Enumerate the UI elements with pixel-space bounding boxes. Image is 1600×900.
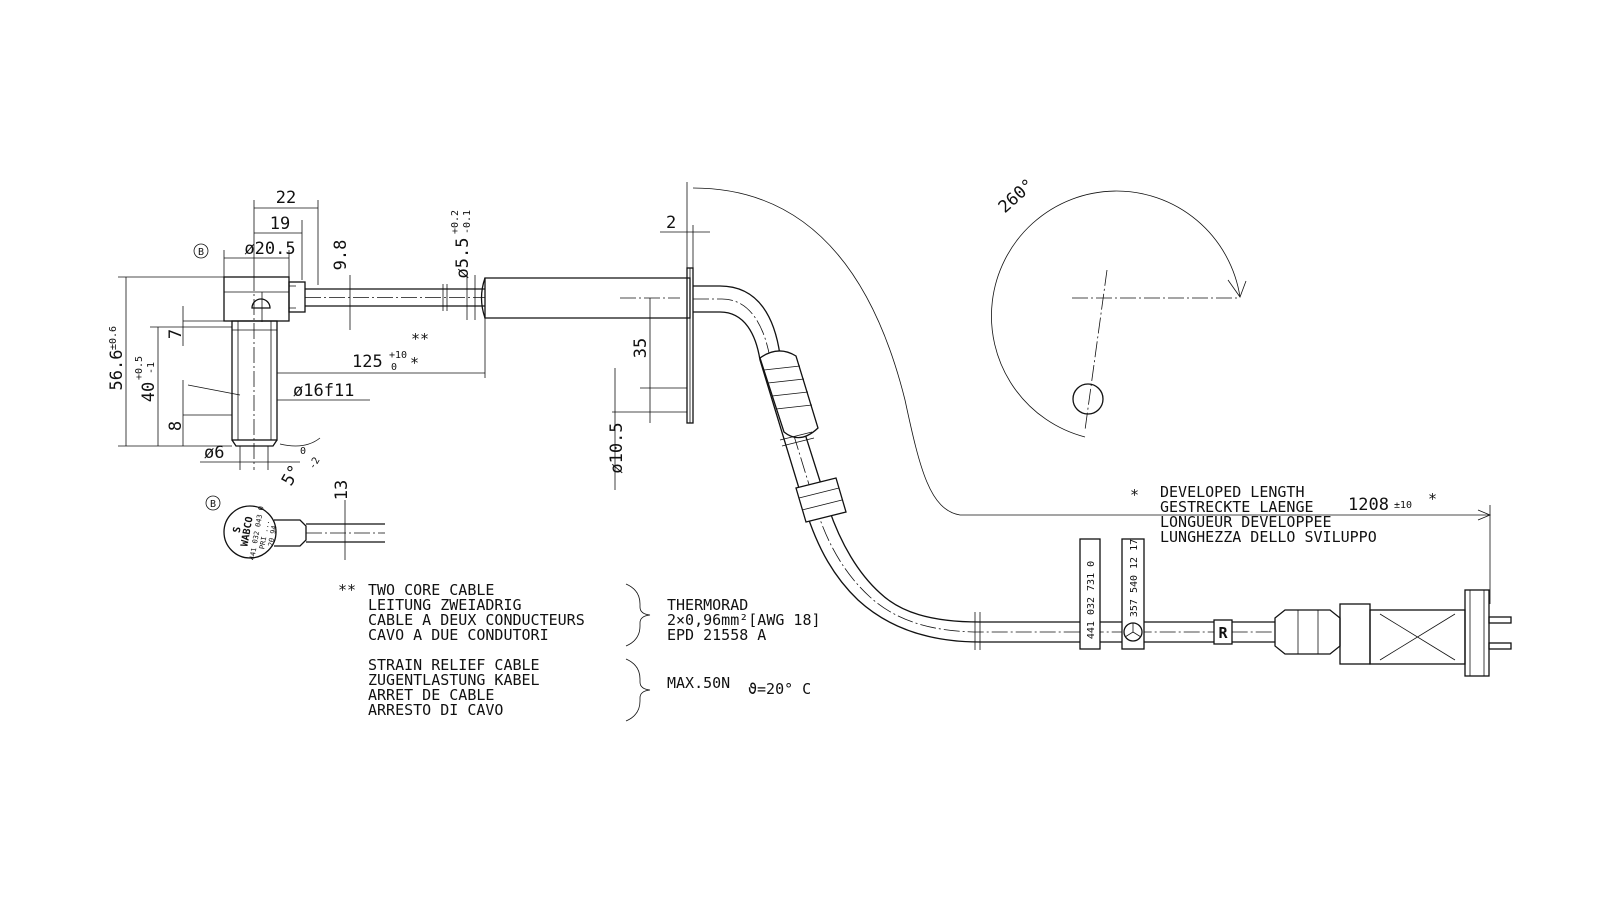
svg-text:R: R (1218, 624, 1228, 642)
dl-line-3: LONGUEUR DEVELOPPEE (1160, 513, 1332, 531)
dim-40: 40 (139, 382, 159, 402)
dim-40-tol-lower: -1 (146, 362, 157, 374)
dl-line-1: DEVELOPED LENGTH (1160, 483, 1305, 501)
dim-125-star: * (410, 354, 419, 372)
developed-length: * DEVELOPED LENGTH GESTRECKTE LAENGE LON… (1130, 483, 1492, 604)
dim-2: 2 (666, 213, 676, 233)
dim-35: 35 (631, 338, 651, 358)
svg-text:20 94: 20 94 (267, 525, 279, 547)
svg-text:*: * (1428, 490, 1437, 508)
svg-text:ARRET DE CABLE: ARRET DE CABLE (368, 686, 494, 704)
dim-dia-6: ø6 (204, 443, 224, 463)
label-number-1: 441 032 731 0 (1086, 561, 1097, 639)
bend-angle-callout: 260° (692, 175, 1490, 516)
cable-to-sleeve (305, 284, 485, 311)
dim-5-5-tol-lower: -0.1 (462, 210, 473, 234)
view-b-label: B (198, 247, 204, 258)
svg-text:B: B (210, 499, 216, 510)
dim-19: 19 (270, 214, 290, 234)
dim-dia-5-5: ø5.5 (453, 238, 473, 279)
svg-text:S: S (232, 526, 244, 534)
dim-angle-5-tol-upper: 0 (300, 446, 306, 457)
svg-text:*: * (1130, 486, 1139, 504)
cable-note-marker: ** (338, 581, 356, 599)
dim-angle-5-tol-lower: -2 (307, 456, 323, 472)
svg-text:THERMORAD: THERMORAD (667, 596, 748, 614)
svg-text:CAVO A DUE CONDUTORI: CAVO A DUE CONDUTORI (368, 626, 549, 644)
cable-label-1: 441 032 731 0 (1079, 538, 1101, 650)
strain-relief-sleeve (480, 267, 694, 424)
cable-notes: ** TWO CORE CABLE LEITUNG ZWEIADRIG CABL… (338, 581, 821, 647)
dim-angle-5: 5° (278, 462, 306, 490)
bend-center-circle (1072, 383, 1104, 415)
dim-13: 13 (332, 480, 352, 500)
dim-8: 8 (166, 421, 186, 431)
svg-text:MAX.50N: MAX.50N (667, 674, 730, 692)
sleeve-dimensions: 2 35 ø10.5 (607, 182, 710, 490)
bent-cable (693, 285, 1275, 650)
svg-text:ϑ=20° C: ϑ=20° C (748, 680, 811, 698)
svg-text:CABLE A DEUX CONDUCTEURS: CABLE A DEUX CONDUCTEURS (368, 611, 585, 629)
dim-5-5-tol-upper: +0.2 (450, 210, 461, 234)
dl-line-4: LUNGHEZZA DELLO SVILUPPO (1160, 528, 1377, 546)
dim-56-6-tol: ±0.6 (108, 326, 119, 350)
double-star-marker: ** (411, 330, 429, 348)
svg-text:STRAIN RELIEF CABLE: STRAIN RELIEF CABLE (368, 656, 540, 674)
dim-125-tol-lower: 0 (391, 362, 397, 373)
sensor-face (223, 505, 277, 559)
sensor-head (223, 275, 306, 470)
dim-40-tol-upper: +0.5 (134, 356, 145, 380)
dim-9-8: 9.8 (331, 240, 351, 271)
dl-value: 1208 (1348, 495, 1389, 515)
view-b-marker-icon (193, 243, 209, 259)
dim-125-tol-upper: +10 (389, 350, 407, 361)
r-mark: R (1213, 619, 1233, 645)
svg-text:LEITUNG ZWEIADRIG: LEITUNG ZWEIADRIG (368, 596, 522, 614)
dim-dia-20-5: ø20.5 (244, 239, 295, 259)
dim-dia-10-5: ø10.5 (607, 422, 627, 473)
svg-text:EPD 21558 A: EPD 21558 A (667, 626, 766, 644)
view-b: B 13 S WABCO 441 032 043 0 PRI ... 20 94 (205, 480, 385, 561)
dl-tolerance: ±10 (1394, 500, 1412, 511)
dim-7: 7 (166, 329, 186, 339)
dim-dia-16f11: ø16f11 (293, 381, 354, 401)
svg-text:WABCO: WABCO (240, 516, 256, 548)
sensor-dimensions: 22 19 ø20.5 B 9.8 ø5.5 +0.2 -0.1 ** 125 … (107, 188, 486, 490)
dim-125: 125 (352, 352, 383, 372)
cable-label-2: 357 540 12 17 (1121, 538, 1145, 650)
connector (1274, 589, 1512, 677)
view-b-marker-icon-2 (205, 495, 221, 511)
svg-text:2×0,96mm²[AWG 18]: 2×0,96mm²[AWG 18] (667, 611, 821, 629)
label-number-2: 357 540 12 17 (1129, 539, 1140, 617)
bend-angle-label: 260° (995, 175, 1039, 217)
dim-56-6: 56.6 (107, 350, 127, 391)
dl-line-2: GESTRECKTE LAENGE (1160, 498, 1314, 516)
dim-22: 22 (276, 188, 296, 208)
svg-text:TWO CORE CABLE: TWO CORE CABLE (368, 581, 494, 599)
strain-notes: STRAIN RELIEF CABLE ZUGENTLASTUNG KABEL … (368, 656, 811, 722)
svg-text:ZUGENTLASTUNG KABEL: ZUGENTLASTUNG KABEL (368, 671, 540, 689)
svg-text:ARRESTO DI CAVO: ARRESTO DI CAVO (368, 701, 503, 719)
